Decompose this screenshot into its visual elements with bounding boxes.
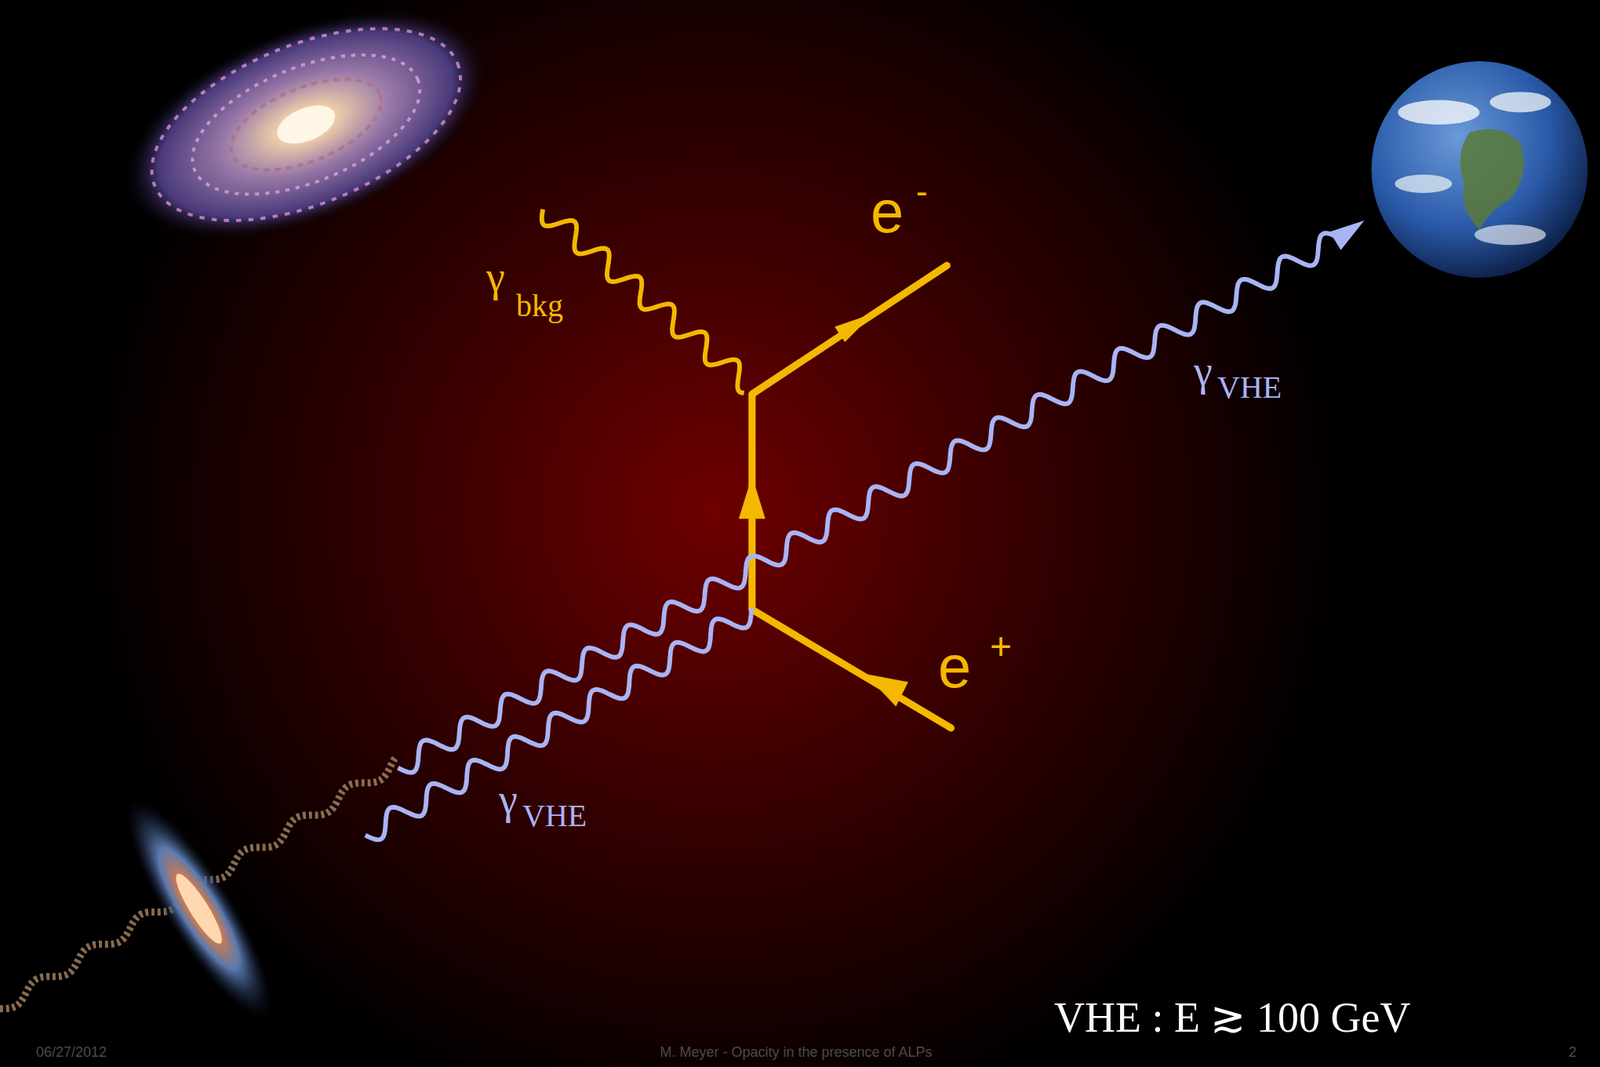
particle-symbol: e [938,636,971,697]
footer-date: 06/27/2012 [36,1044,107,1059]
electron-line [752,265,947,394]
positron-line [752,609,952,728]
arrow-head [834,313,873,342]
subscript: bkg [516,290,564,322]
spiral-galaxy [90,0,523,288]
footer-title: M. Meyer - Opacity in the presence of AL… [659,1044,932,1059]
photon-symbol: γ [1193,349,1213,393]
background-photon [541,209,745,393]
subscript: VHE [522,800,587,832]
arrow-head [865,673,909,707]
arrow-head [1329,220,1364,251]
earth [1371,61,1589,278]
particle-symbol: e [870,181,904,242]
photon-symbol: γ [486,255,506,299]
edge-on-galaxy [103,782,295,1034]
photon-symbol: γ [498,778,518,821]
superscript: + [989,627,1012,666]
vhe-photon [397,232,1335,773]
vhe-photon [365,607,752,840]
superscript: - [916,174,928,209]
energy-note: VHE : E ≳ 100 GeV [1054,996,1411,1039]
page-number: 2 [1568,1044,1577,1059]
arrow-head [738,475,766,519]
subscript: VHE [1217,371,1282,404]
